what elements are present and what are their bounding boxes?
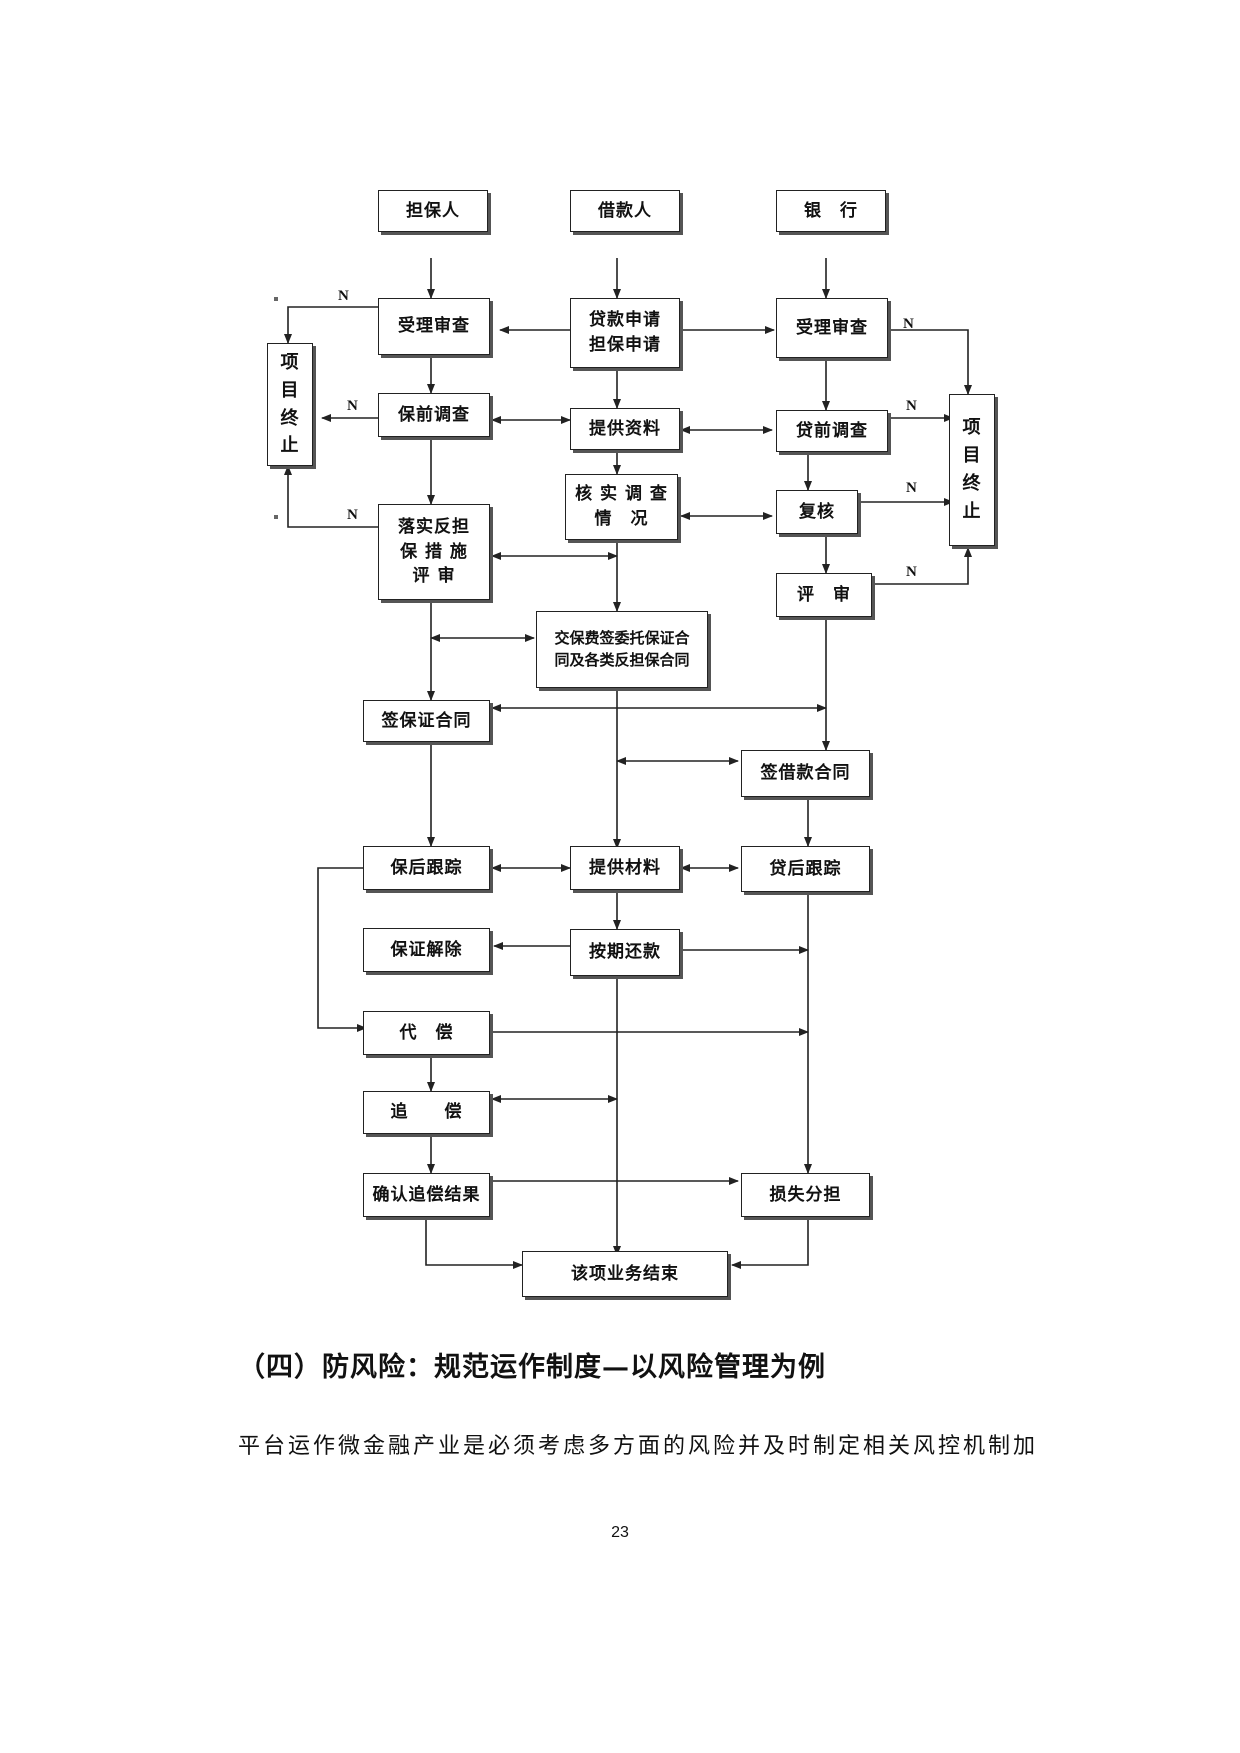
arrow — [874, 547, 972, 585]
marker-dot — [274, 515, 278, 519]
business-end: 该项业务结束 — [522, 1251, 728, 1297]
header-bank: 银 行 — [776, 190, 886, 232]
no-label: N — [906, 564, 917, 580]
page-number: 23 — [611, 1524, 629, 1541]
header-guarantor: 担保人 — [378, 190, 488, 232]
marker-dot — [274, 297, 278, 301]
no-label: N — [338, 288, 349, 304]
arrow — [284, 306, 378, 344]
no-label: N — [347, 507, 358, 523]
borrower-fees-contracts: 交保费签委托保证合 同及各类反担保合同 — [536, 611, 708, 688]
borrower-repay: 按期还款 — [570, 929, 680, 976]
flowchart-connectors — [284, 258, 972, 1269]
bank-accept-review: 受理审查 — [776, 298, 888, 358]
bank-pre-loan-investigation: 贷前调查 — [776, 410, 888, 452]
no-label: N — [347, 398, 358, 414]
section-heading: （四）防风险：规范运作制度—以风险管理为例 — [238, 1352, 826, 1383]
borrower-verify: 核 实 调 查 情 况 — [565, 474, 678, 540]
borrower-provide-materials: 提供材料 — [570, 846, 680, 890]
guarantor-post-tracking: 保后跟踪 — [363, 846, 490, 890]
borrower-provide-info: 提供资料 — [570, 408, 680, 450]
guarantor-counter-guarantee: 落实反担 保 措 施 评 审 — [378, 504, 490, 600]
guarantor-compensation: 代 偿 — [363, 1011, 490, 1055]
body-paragraph: 平台运作微金融产业是必须考虑多方面的风险并及时制定相关风控机制加 — [238, 1434, 1039, 1459]
bank-review: 评 审 — [776, 573, 872, 617]
guarantor-sign-contract: 签保证合同 — [363, 700, 490, 742]
arrow — [317, 867, 368, 1032]
borrower-application: 贷款申请 担保申请 — [570, 298, 680, 368]
project-terminate-left: 项 目 终 止 — [267, 343, 313, 466]
guarantor-pre-investigation: 保前调查 — [378, 393, 490, 437]
bank-sign-loan-contract: 签借款合同 — [741, 750, 870, 797]
arrow — [425, 1217, 523, 1269]
arrow — [284, 465, 378, 528]
no-label: N — [906, 480, 917, 496]
arrow — [731, 1217, 809, 1269]
guarantor-accept-review: 受理审查 — [378, 298, 490, 355]
arrow — [890, 329, 972, 395]
guarantor-recovery: 追 偿 — [363, 1091, 490, 1134]
project-terminate-right: 项 目 终 止 — [949, 394, 995, 546]
guarantor-confirm-recovery: 确认追偿结果 — [363, 1173, 490, 1217]
header-borrower: 借款人 — [570, 190, 680, 232]
no-label: N — [903, 316, 914, 332]
no-label: N — [906, 398, 917, 414]
bank-loss-sharing: 损失分担 — [741, 1173, 870, 1217]
bank-recheck: 复核 — [776, 490, 858, 534]
guarantor-release: 保证解除 — [363, 928, 490, 972]
bank-post-loan-tracking: 贷后跟踪 — [741, 846, 870, 892]
